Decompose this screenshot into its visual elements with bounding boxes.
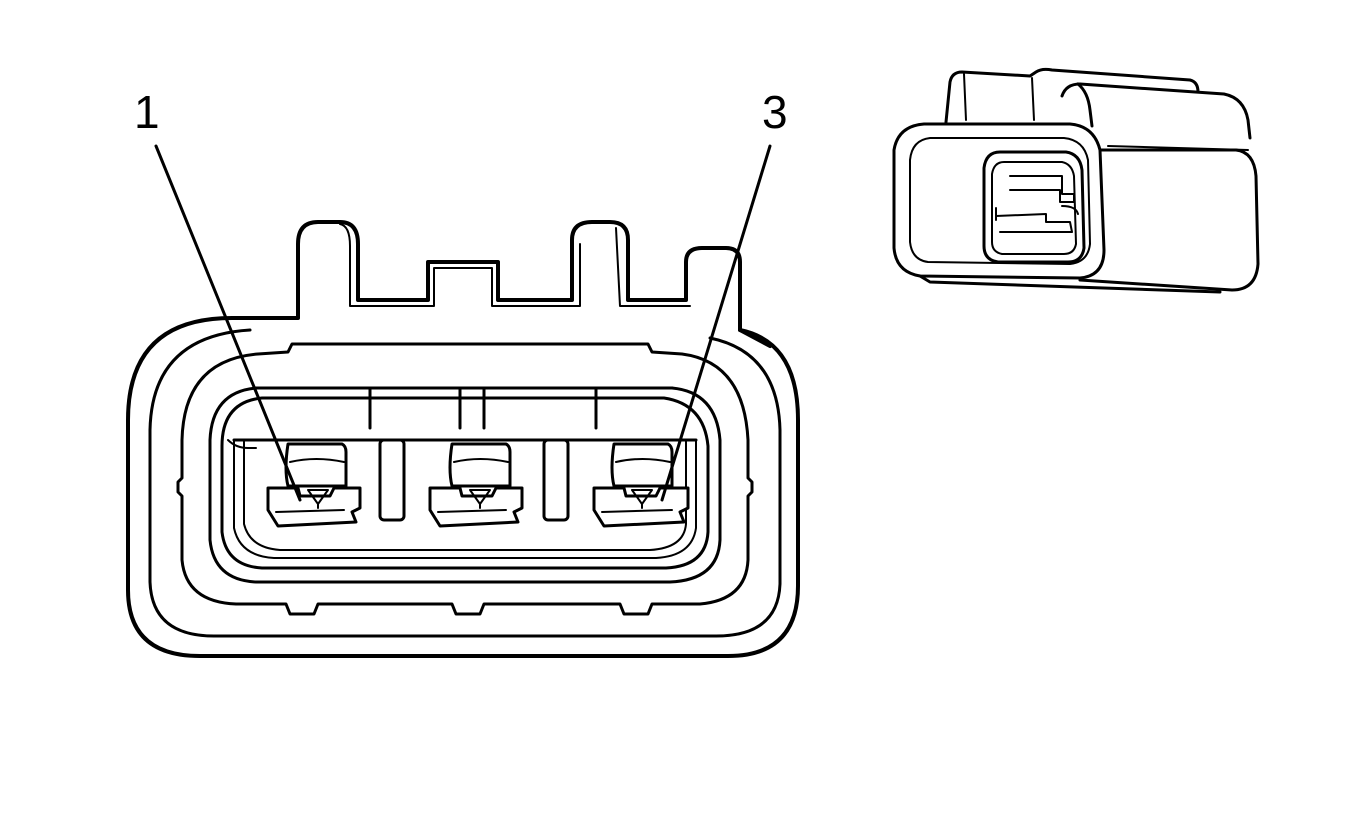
separator-post-2 — [542, 438, 570, 522]
connector-ledge-left-corner — [227, 439, 257, 449]
connector-cavity-rim — [233, 439, 697, 559]
connector-top-latch — [230, 220, 772, 348]
iso-back-edge — [1060, 82, 1252, 140]
connector-cavity-outer — [208, 386, 722, 584]
terminal-3 — [592, 442, 690, 528]
iso-terminal-upper — [1009, 175, 1075, 203]
connector-isometric-view — [892, 67, 1260, 294]
terminal-2 — [428, 442, 524, 528]
iso-side-body — [1076, 82, 1260, 292]
connector-cavity-inner — [220, 396, 710, 570]
connector-outer-shell — [126, 316, 800, 658]
iso-terminal-detail — [995, 205, 1079, 221]
callout-label-1: 1 — [134, 86, 160, 138]
callout-pin-3: 3 — [660, 86, 788, 502]
callout-leader-3 — [660, 144, 772, 502]
iso-terminal-lower — [995, 213, 1073, 233]
callout-pin-1: 1 — [134, 86, 302, 502]
iso-latch-ridge-2 — [963, 73, 1035, 121]
iso-front-face-inner — [909, 137, 1091, 265]
connector-front-view — [126, 220, 800, 658]
iso-side-top-line — [1107, 145, 1249, 151]
separator-post-1 — [378, 438, 406, 522]
iso-bottom-edge — [918, 274, 1222, 294]
iso-opening-outer — [982, 150, 1086, 264]
iso-front-face-outer — [892, 122, 1106, 280]
connector-seal-frame — [176, 342, 754, 616]
iso-opening-inner — [991, 161, 1077, 255]
callout-label-3: 3 — [762, 86, 788, 138]
terminal-1 — [266, 442, 362, 528]
connector-shell-contour — [148, 328, 782, 638]
iso-latch-ridge — [944, 67, 1200, 124]
connector-cavity-rim-2 — [243, 439, 687, 551]
connector-top-latch-inner — [339, 223, 691, 307]
callout-leader-1 — [154, 144, 302, 502]
